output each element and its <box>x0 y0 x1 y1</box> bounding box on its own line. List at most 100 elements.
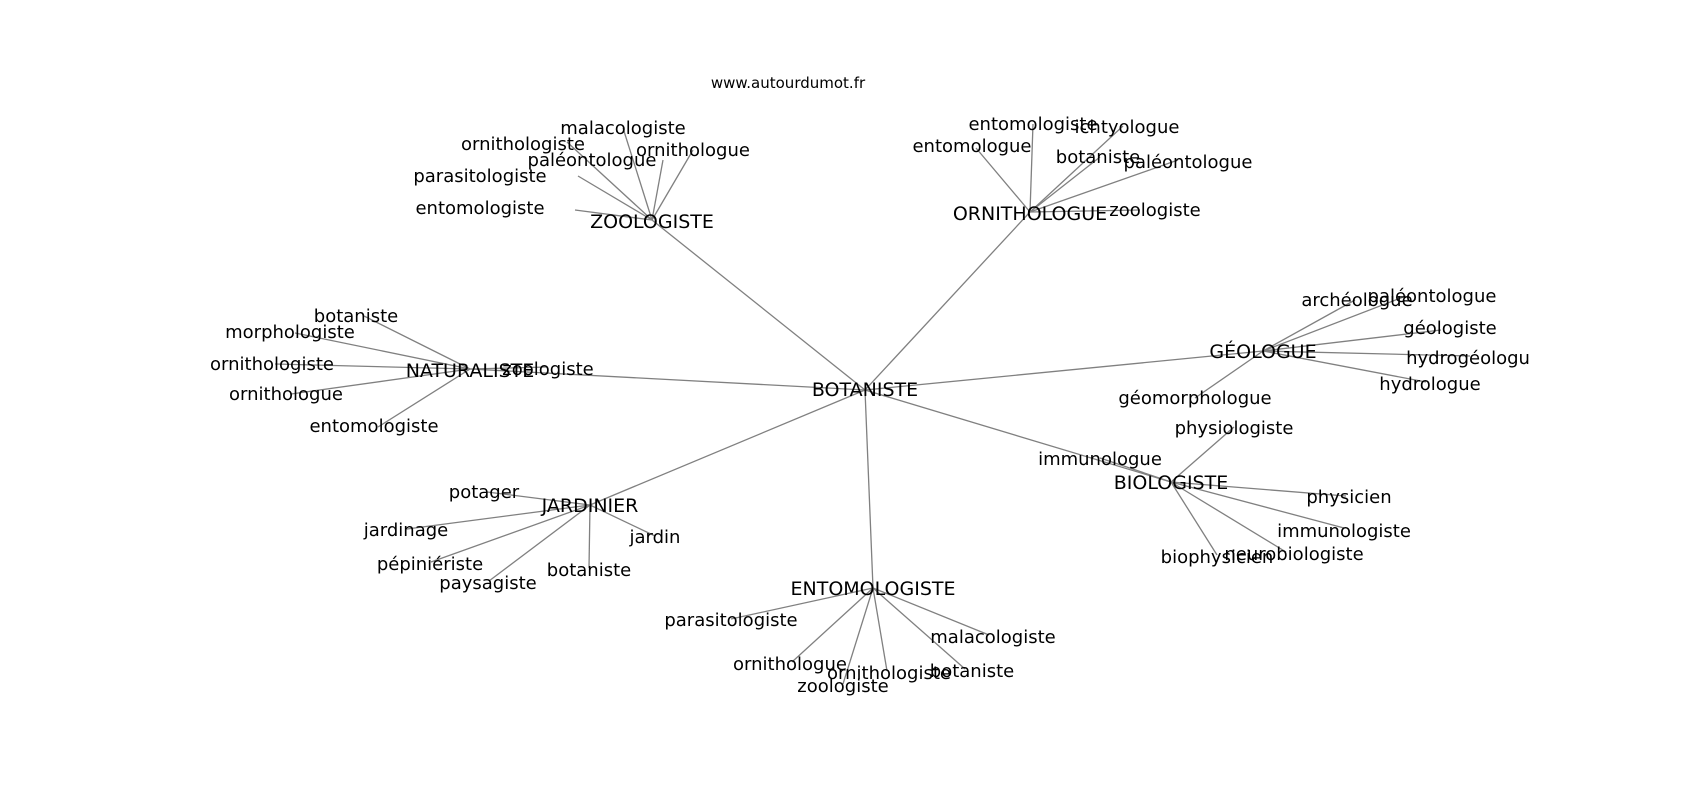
leaf-node-label: ornithologiste <box>827 663 951 684</box>
leaf-node-label: ornithologiste <box>461 134 585 155</box>
edge-nat-leaf <box>363 315 471 370</box>
edge-bio-leaf <box>1170 481 1347 497</box>
leaf-node-label: ornithologue <box>636 140 750 161</box>
edge-geo-leaf <box>1262 299 1356 352</box>
edge-bio-leaf <box>1170 426 1235 483</box>
edge-nat-leaf <box>377 368 471 428</box>
edge-bio-leaf <box>1170 481 1218 556</box>
leaf-node-label: morphologiste <box>225 322 355 343</box>
edge-jar-leaf <box>589 504 656 537</box>
leaf-node-label: paléontologue <box>1124 152 1253 173</box>
leaf-node-label: ichtyologue <box>1075 117 1180 138</box>
leaf-node-label: botaniste <box>930 661 1014 682</box>
leaf-node-label: paléontologue <box>528 150 657 171</box>
edge-ent-leaf <box>872 587 888 672</box>
edge-orni-leaf <box>1029 156 1101 213</box>
leaf-node-label: biophysicien <box>1161 547 1274 568</box>
leaf-node-label: entomologiste <box>415 198 544 219</box>
leaf-node-label: entomologiste <box>968 114 1097 135</box>
leaf-node-label: neurobiologiste <box>1224 544 1363 565</box>
leaf-node-label: potager <box>449 482 520 503</box>
edge-geo-leaf <box>1262 295 1407 352</box>
leaf-node-label: hydrogéologu <box>1406 348 1530 369</box>
hub-node-label: JARDINIER <box>541 495 639 517</box>
edge-orni-leaf <box>1029 123 1034 213</box>
leaf-node-label: immunologiste <box>1277 521 1411 542</box>
leaf-node-label: malacologiste <box>930 627 1055 648</box>
edge-root-jar <box>589 389 866 506</box>
edge-jar-leaf <box>430 504 591 563</box>
edge-bio-leaf <box>1170 481 1345 529</box>
edge-root-ent <box>864 389 874 589</box>
leaf-node-label: ornithologue <box>229 384 343 405</box>
leaf-node-label: paysagiste <box>439 573 536 594</box>
edge-root-orni <box>864 211 1031 391</box>
edge-nat-leaf <box>294 332 471 370</box>
leaf-node-label: botaniste <box>547 560 631 581</box>
edge-jar-leaf <box>486 491 591 506</box>
edge-ent-leaf <box>791 587 874 663</box>
hub-node-label: ENTOMOLOGISTE <box>791 578 956 600</box>
edge-root-nat <box>469 368 866 391</box>
leaf-node-label: physicien <box>1306 487 1391 508</box>
edge-nat-leaf <box>469 366 548 370</box>
edge-root-zoo <box>651 219 866 391</box>
edge-geo-leaf <box>1262 329 1442 352</box>
leaf-node-label: géologiste <box>1403 318 1496 339</box>
leaf-node-label: zoologiste <box>1109 200 1200 221</box>
edge-orni-leaf <box>1029 159 1179 213</box>
leaf-node-label: immunologue <box>1038 449 1162 470</box>
edge-ent-leaf <box>842 587 874 685</box>
hub-node-label: ZOOLOGISTE <box>590 211 714 233</box>
edge-orni-leaf <box>1029 209 1141 213</box>
edge-geo-leaf <box>1194 350 1264 399</box>
edge-orni-leaf <box>1029 125 1124 213</box>
labels: BOTANISTEZOOLOGISTEmalacologisteornithol… <box>210 114 1530 697</box>
leaf-node-label: zoologiste <box>502 359 593 380</box>
edge-geo-leaf <box>1262 350 1427 383</box>
hub-node-label: ORNITHOLOGUE <box>953 203 1107 225</box>
leaf-node-label: entomologiste <box>309 416 438 437</box>
edge-zoo-leaf <box>577 175 653 221</box>
edge-bio-leaf <box>1170 481 1287 553</box>
leaf-node-label: botaniste <box>314 306 398 327</box>
edge-zoo-leaf <box>651 149 694 221</box>
edge-jar-leaf <box>588 504 591 569</box>
leaf-node-label: pépiniériste <box>377 554 483 575</box>
leaf-node-label: hydrologue <box>1379 374 1480 395</box>
leaf-node-label: ornithologiste <box>210 354 334 375</box>
edge-zoo-leaf <box>651 159 664 221</box>
edge-zoo-leaf <box>622 127 653 221</box>
hub-node-label: BIOLOGISTE <box>1114 472 1228 494</box>
leaf-node-label: entomologue <box>912 136 1031 157</box>
edge-zoo-leaf <box>566 141 653 221</box>
leaf-node-label: botaniste <box>1056 147 1140 168</box>
edge-root-geo <box>864 350 1264 391</box>
edge-bio-leaf <box>1099 457 1172 483</box>
edge-nat-leaf <box>274 363 471 370</box>
edge-zoo-leaf <box>574 209 653 221</box>
leaf-node-label: jardinage <box>363 520 448 541</box>
hub-node-label: NATURALISTE <box>406 360 535 382</box>
leaf-node-label: zoologiste <box>797 676 888 697</box>
hub-node-label: GÉOLOGUE <box>1209 340 1316 363</box>
edge-root-bio <box>864 389 1172 483</box>
edges <box>274 123 1471 685</box>
leaf-node-label: géomorphologue <box>1118 388 1271 409</box>
edge-jar-leaf <box>488 504 591 582</box>
leaf-node-label: paléontologue <box>1368 286 1497 307</box>
edge-ent-leaf <box>872 587 990 636</box>
leaf-node-label: parasitologiste <box>413 166 546 187</box>
edge-geo-leaf <box>1262 350 1471 357</box>
edge-jar-leaf <box>406 504 591 530</box>
leaf-node-label: jardin <box>629 527 681 548</box>
leaf-node-label: ornithologue <box>733 654 847 675</box>
root-node-label: BOTANISTE <box>812 379 918 401</box>
edge-ent-leaf <box>872 587 966 670</box>
leaf-node-label: malacologiste <box>560 118 685 139</box>
leaf-node-label: physiologiste <box>1175 418 1294 439</box>
edge-ent-leaf <box>730 587 874 620</box>
edge-orni-leaf <box>975 147 1031 213</box>
site-url: www.autourdumot.fr <box>711 74 866 92</box>
